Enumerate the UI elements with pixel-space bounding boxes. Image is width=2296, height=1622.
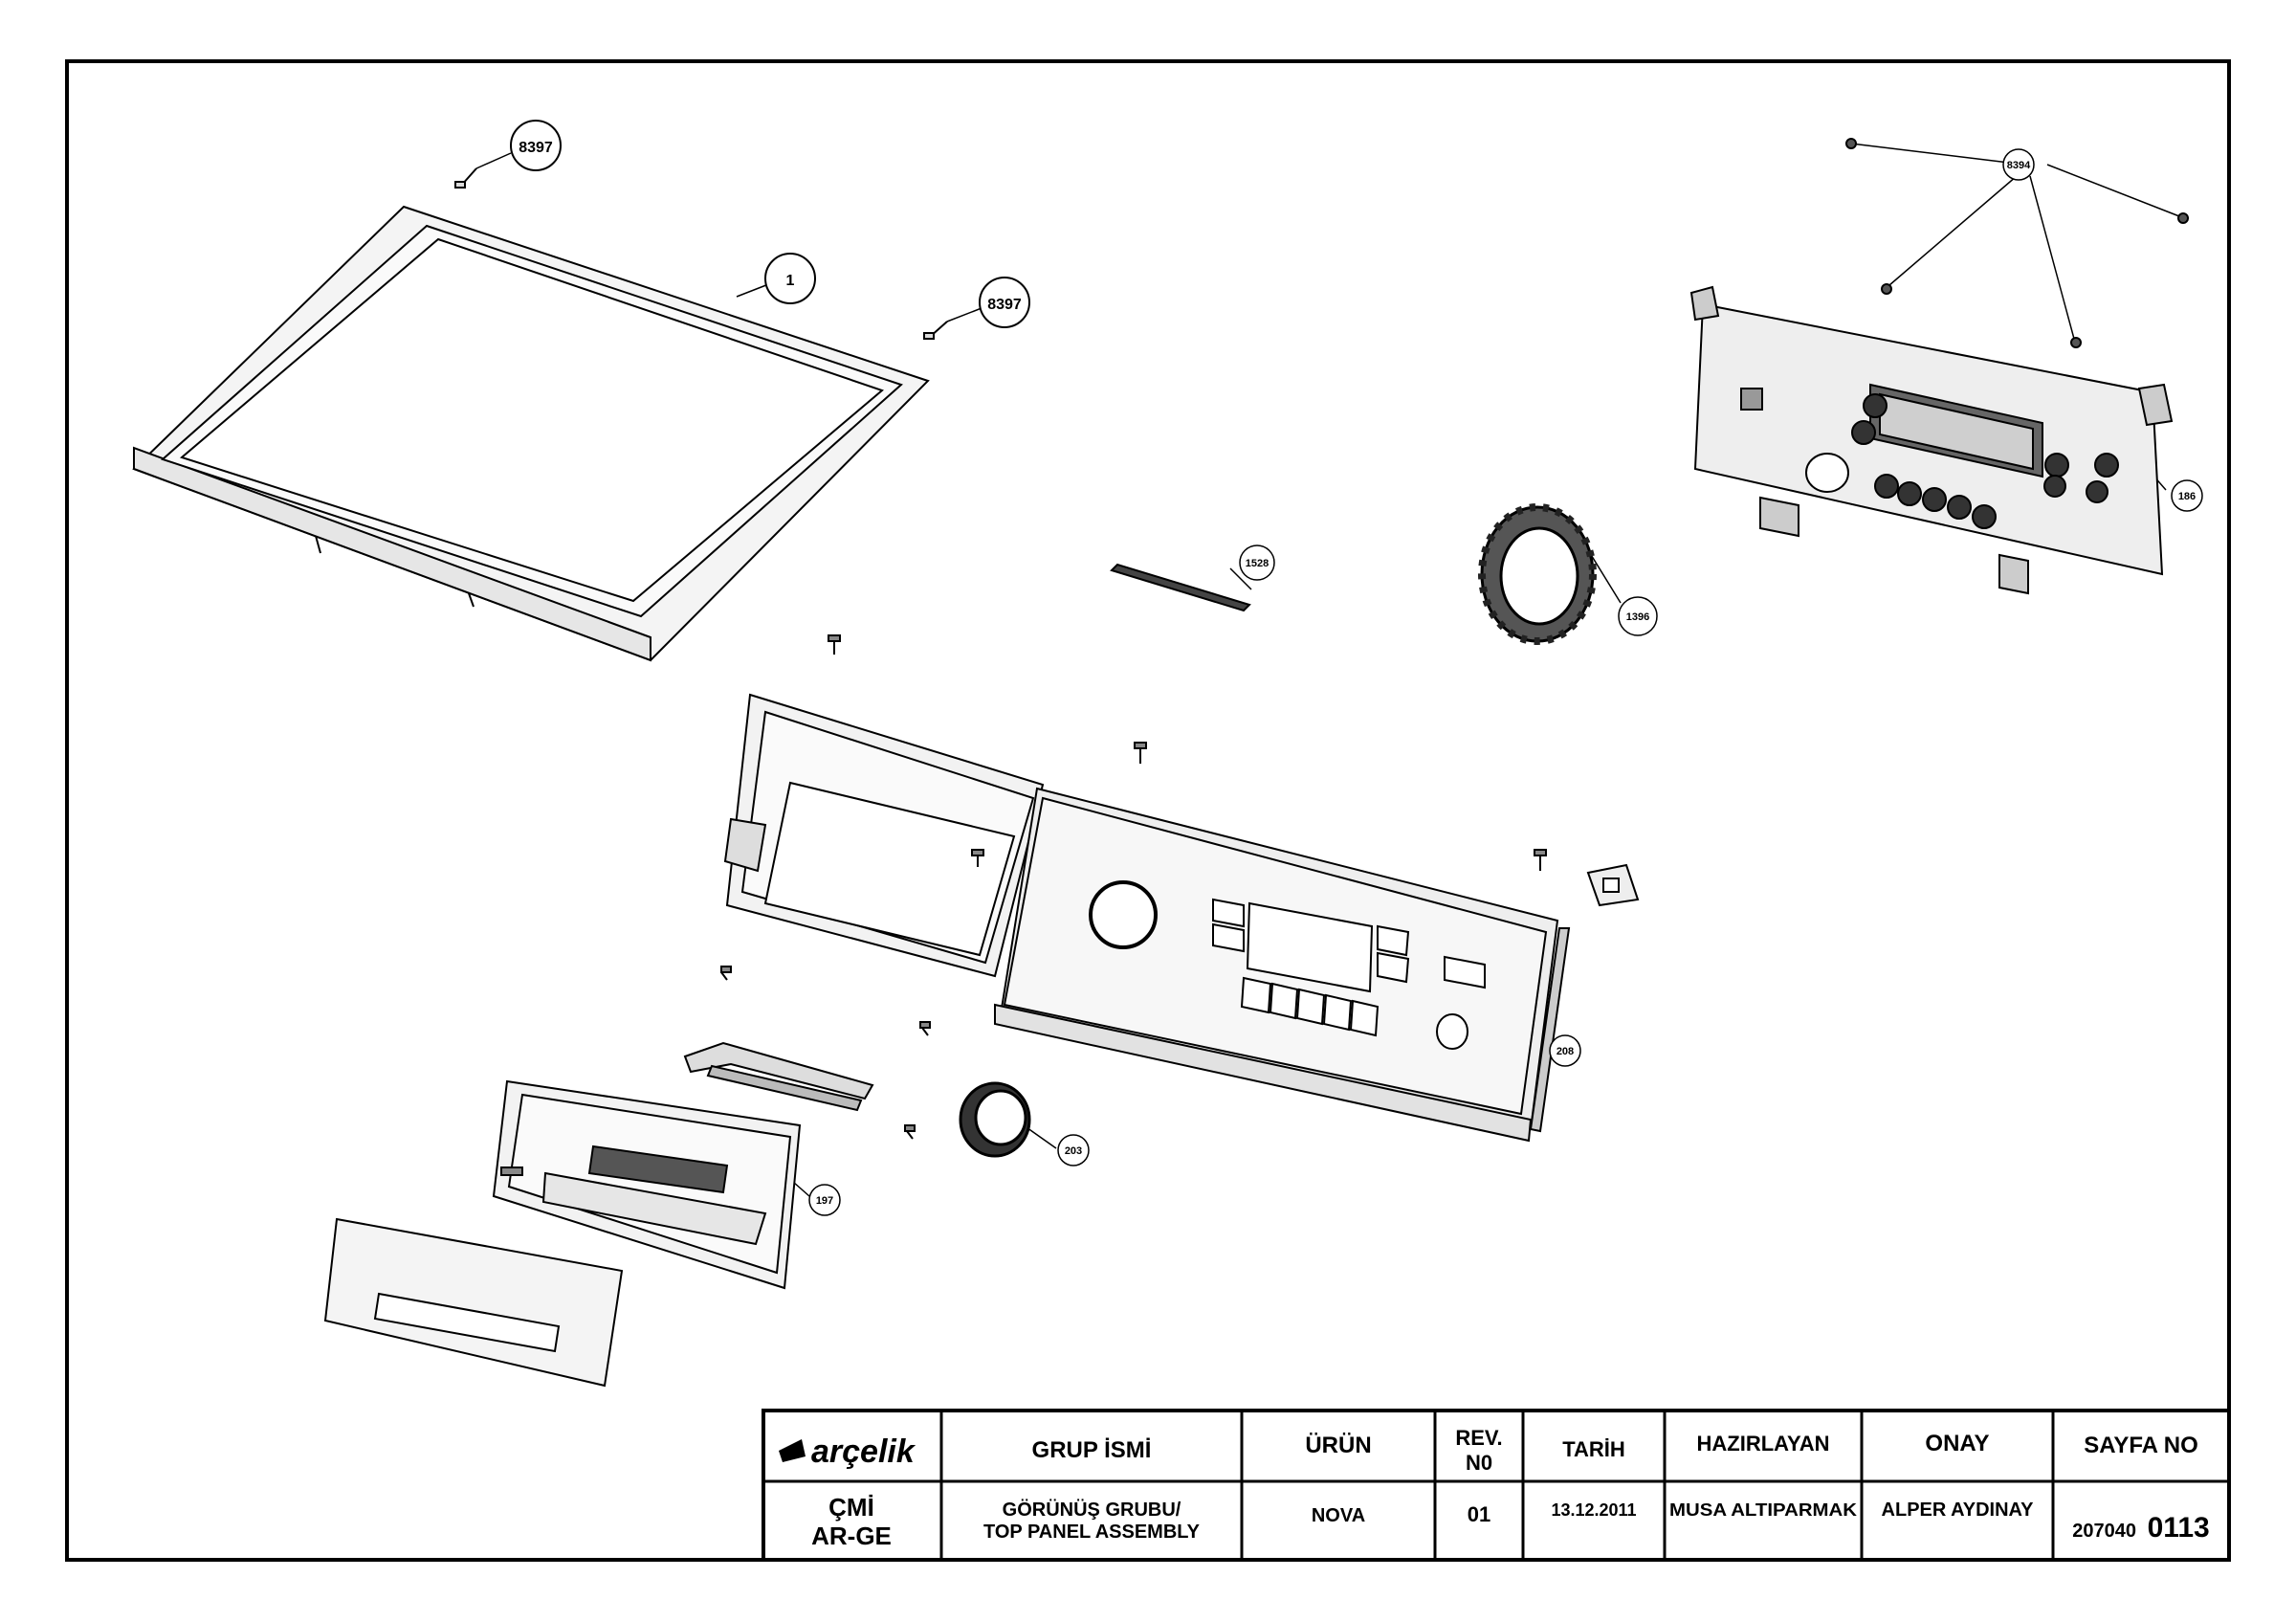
callout-1: 1 [764,253,816,304]
rev-value: 01 [1468,1502,1490,1526]
group-line2: TOP PANEL ASSEMBLY [983,1522,1201,1543]
header-rev-line2: N0 [1466,1451,1492,1475]
arcelik-logo: arçelik [779,1433,916,1470]
callout-8397-b: 8397 [979,277,1030,328]
callout-8397-a: 8397 [510,120,562,171]
page-value: 207040 0113 [2072,1512,2209,1544]
svg-text:1528: 1528 [1246,558,1269,569]
screw-8397-a [454,167,477,189]
loose-screws [720,634,1547,1140]
header-approved: ONAY [1925,1431,1989,1456]
part-handle [683,1041,874,1112]
dept-line2: AR-GE [811,1522,892,1550]
callout-1396: 1396 [1618,596,1658,636]
part-knob-203 [959,1081,1031,1158]
part-small-clip [1586,863,1640,907]
header-prepared: HAZIRLAYAN [1697,1432,1830,1455]
svg-text:8397: 8397 [987,297,1022,313]
part-drawer-front [323,1217,624,1388]
callout-203: 203 [1057,1134,1090,1167]
header-page: SAYFA NO [2084,1433,2198,1458]
header-date: TARİH [1562,1437,1625,1461]
callout-208: 208 [1549,1034,1581,1067]
svg-text:208: 208 [1556,1046,1574,1057]
part-knob-ring-1396 [1478,503,1597,645]
svg-text:1: 1 [786,273,795,289]
svg-text:186: 186 [2178,491,2196,502]
screw-8397-b [923,321,948,340]
svg-text:1396: 1396 [1626,611,1649,623]
callout-1528: 1528 [1239,544,1275,581]
header-product: ÜRÜN [1305,1433,1371,1458]
title-block [762,1409,2231,1562]
date-value: 13.12.2011 [1551,1500,1636,1520]
svg-text:8397: 8397 [519,140,553,156]
prepared-value: MUSA ALTIPARMAK [1669,1500,1857,1520]
dept-line1: ÇMİ [828,1493,874,1522]
page-prefix: 207040 [2072,1521,2136,1542]
header-rev-line1: REV. [1455,1426,1502,1450]
approved-value: ALPER AYDINAY [1882,1500,2035,1521]
product-value: NOVA [1312,1505,1365,1526]
svg-text:arçelik: arçelik [811,1433,916,1470]
part-drawer-197 [492,1079,802,1290]
screws-8394 [1845,138,2189,348]
header-group: GRUP İSMİ [1032,1437,1152,1463]
svg-text:203: 203 [1065,1145,1082,1157]
svg-text:8394: 8394 [2007,160,2031,171]
part-top-lid [132,205,930,662]
part-rod-1528 [1110,563,1251,612]
part-front-panel-208 [723,693,1571,1143]
svg-text:197: 197 [816,1195,833,1207]
page-number: 0113 [2148,1512,2210,1544]
callout-186: 186 [2171,479,2203,512]
callout-197: 197 [808,1184,841,1216]
part-control-board-186 [1689,285,2174,595]
arcelik-logo-mark [779,1439,806,1462]
group-line1: GÖRÜNÜŞ GRUBU/ [1003,1499,1181,1521]
callout-8394: 8394 [2002,148,2035,181]
